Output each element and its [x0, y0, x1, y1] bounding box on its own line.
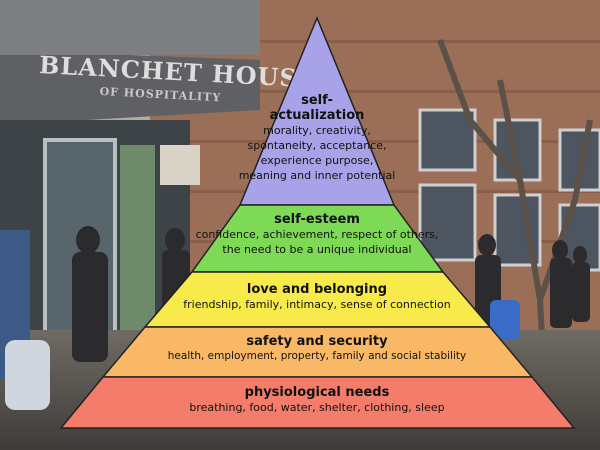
level-title: physiological needs: [244, 385, 390, 400]
pyramid-level-physiological-needs: [59, 376, 576, 429]
level-description: breathing, food, water, shelter, clothin…: [189, 401, 445, 414]
level-self-esteem-text: self-esteem confidence, achievement, res…: [167, 212, 467, 257]
level-description: friendship, family, intimacy, sense of c…: [183, 298, 451, 311]
level-description: confidence, achievement, respect of othe…: [195, 228, 439, 256]
level-title: self- actualization: [269, 93, 365, 123]
level-love-and-belonging-text: love and belonging friendship, family, i…: [147, 282, 487, 312]
level-safety-and-security-text: safety and security health, employment, …: [132, 334, 502, 364]
level-description: morality, creativity, spontaneity, accep…: [238, 124, 396, 182]
level-description: health, employment, property, family and…: [167, 350, 467, 362]
level-physiological-needs-text: physiological needs breathing, food, wat…: [137, 385, 497, 415]
level-title: love and belonging: [246, 282, 388, 297]
level-self-actualization-text: self- actualization morality, creativity…: [217, 93, 417, 183]
level-title: self-esteem: [274, 212, 360, 227]
level-title: safety and security: [246, 334, 388, 349]
